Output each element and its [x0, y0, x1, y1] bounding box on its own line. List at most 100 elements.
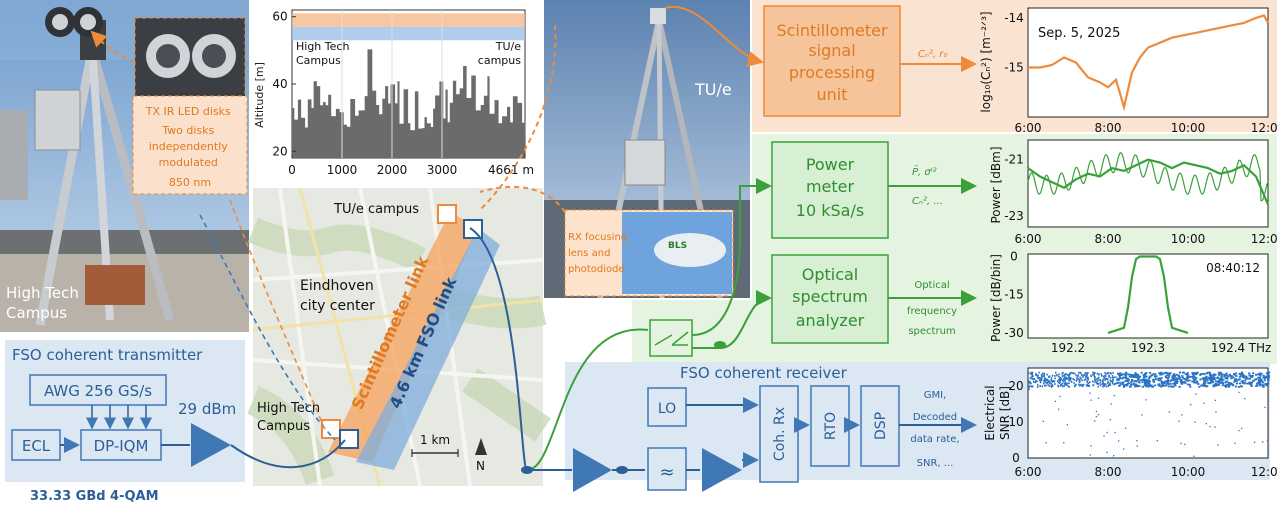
snr-point: [1130, 374, 1133, 376]
snr-point: [1246, 382, 1249, 385]
snr-point: [1211, 377, 1214, 380]
snr-point: [1095, 410, 1098, 413]
snr-point: [1086, 372, 1088, 375]
xtick-label: 8:00: [1095, 121, 1122, 135]
snr-point: [1036, 386, 1039, 388]
snr-point: [1165, 376, 1168, 379]
snr-point: [1143, 375, 1146, 378]
snr-point: [1238, 375, 1242, 378]
snr-point: [1050, 376, 1053, 379]
snr-point: [1066, 377, 1068, 380]
snr-point: [1164, 375, 1167, 378]
iqm-label: DP-IQM: [94, 437, 149, 455]
snr-point: [1145, 385, 1148, 388]
snr-point: [1258, 377, 1261, 379]
ylabel: Electrical: [983, 385, 997, 440]
snr-point: [1065, 373, 1068, 376]
snr-point: [1062, 371, 1064, 374]
snr-point: [1224, 373, 1227, 376]
snr-point: [1249, 383, 1252, 386]
snr-point: [1082, 385, 1084, 388]
snr-point: [1112, 379, 1114, 381]
snr-point: [1068, 375, 1070, 378]
snr-point: [1161, 383, 1164, 386]
snr-point: [1244, 375, 1248, 378]
snr-point: [1119, 372, 1122, 375]
ecl-box: [11, 429, 61, 461]
snr-point: [1061, 385, 1064, 388]
snr-point: [1195, 380, 1198, 383]
snr-point: [1133, 384, 1136, 386]
snr-point: [1235, 379, 1238, 382]
snr-point: [1045, 442, 1047, 444]
snr-point: [1031, 373, 1033, 375]
snr-point: [1038, 379, 1041, 382]
snr-point: [1092, 373, 1094, 376]
snr-point: [1127, 382, 1130, 385]
snr-point: [1169, 382, 1172, 385]
snr-point: [1199, 378, 1202, 381]
snr-point: [1163, 372, 1166, 375]
snr-point: [1257, 382, 1260, 385]
snr-point: [1226, 376, 1229, 379]
snr-point: [1039, 377, 1042, 380]
snr-point: [1158, 385, 1161, 387]
snr-point: [1087, 384, 1090, 387]
snr-point: [1235, 382, 1239, 385]
snr-point: [1073, 372, 1076, 375]
snr-point: [1250, 381, 1253, 384]
snr-point: [1163, 380, 1167, 383]
snr-point: [1054, 377, 1056, 380]
tue-photo: [544, 0, 750, 299]
snr-point: [1094, 381, 1096, 384]
scint-input-arrow: [664, 5, 764, 67]
plot-frame: [1027, 253, 1269, 339]
snr-point: [1156, 440, 1158, 442]
snr-point: [1174, 380, 1178, 382]
snr-point: [1083, 383, 1085, 386]
snr-point: [1143, 384, 1146, 387]
snr-point: [1203, 373, 1206, 375]
snr-point: [1238, 378, 1241, 381]
snr-point: [1102, 382, 1104, 385]
filter-box: [647, 447, 687, 491]
snr-point: [1179, 376, 1182, 379]
snr-point: [1147, 381, 1150, 384]
snr-point: [1165, 380, 1168, 382]
snr-point: [1107, 385, 1109, 387]
snr-point: [1244, 397, 1246, 400]
snr-point: [1143, 382, 1147, 385]
snr-point: [1042, 420, 1044, 422]
rx-title: FSO coherent receiver: [680, 364, 848, 382]
xtick-label: 12:00: [1251, 465, 1277, 479]
snr-point: [1073, 378, 1076, 381]
snr-point: [1194, 373, 1197, 376]
snr-point: [1097, 414, 1100, 416]
snr-point: [1157, 384, 1160, 386]
snr-point: [1233, 378, 1237, 381]
snr-point: [1059, 379, 1061, 382]
snr-point: [1030, 371, 1032, 374]
snr-point: [1119, 374, 1122, 376]
snr-point: [1128, 375, 1131, 378]
snr-point: [1108, 375, 1110, 378]
snr-point: [1147, 385, 1150, 388]
snr-point: [1132, 382, 1135, 385]
snr-point: [1071, 381, 1073, 383]
snr-point: [1031, 377, 1033, 380]
snr-point: [1092, 371, 1094, 374]
snr-point: [1029, 377, 1032, 380]
snr-point: [1172, 385, 1175, 388]
snr-point: [1203, 376, 1206, 379]
snr-point: [1204, 381, 1207, 384]
snr-point: [1211, 376, 1214, 379]
snr-point: [1081, 384, 1084, 386]
snr-point: [1035, 374, 1037, 376]
snr-point: [1034, 379, 1037, 382]
snr-point: [1255, 373, 1258, 376]
snr-point: [1223, 375, 1226, 378]
snr-point: [1252, 380, 1255, 383]
snr-point: [1142, 374, 1145, 376]
snr-point: [1092, 380, 1094, 383]
